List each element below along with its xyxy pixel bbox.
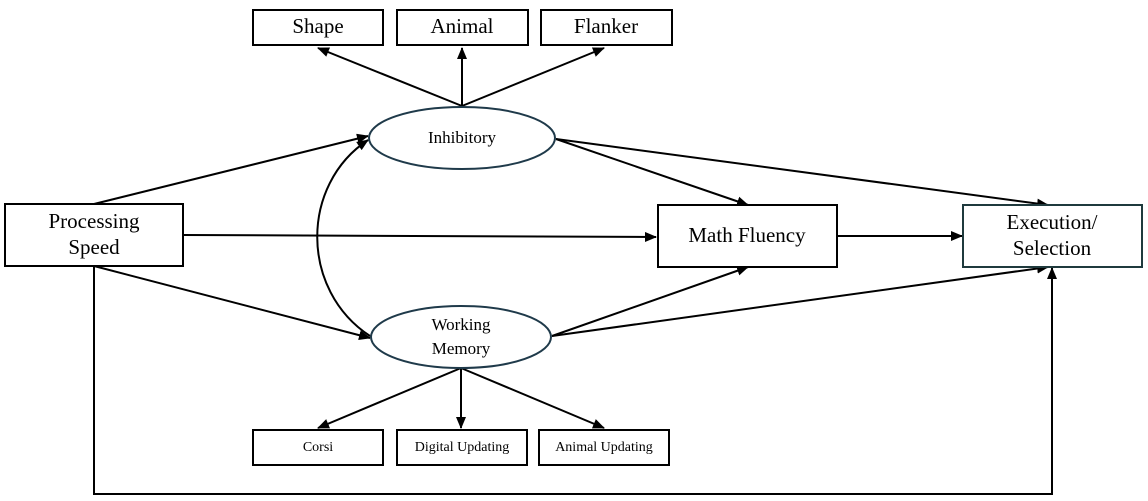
edge-wm-to-animal-updating (460, 367, 605, 429)
node-corsi-label: Corsi (303, 440, 333, 455)
edge-inhibitory-to-flanker (461, 47, 605, 107)
node-digital-updating: Digital Updating (396, 429, 528, 466)
node-execution-selection: Execution/ Selection (962, 204, 1143, 268)
node-processing-speed-line1: Processing (49, 209, 140, 233)
edge-inhibitory-to-shape (317, 47, 463, 107)
node-working-memory-line2: Memory (432, 339, 491, 358)
node-processing-speed: Processing Speed (4, 203, 184, 267)
edges (93, 47, 1057, 495)
node-corsi: Corsi (252, 429, 384, 466)
node-working-memory: Working Memory (370, 305, 552, 369)
node-inhibitory: Inhibitory (368, 106, 556, 170)
node-working-memory-line1: Working (431, 315, 491, 334)
node-digital-updating-label: Digital Updating (415, 440, 510, 455)
edge-wm-to-corsi (317, 367, 462, 429)
node-shape-label: Shape (292, 14, 343, 38)
node-animal-updating-label: Animal Updating (555, 440, 653, 455)
node-math-fluency-label: Math Fluency (688, 223, 806, 247)
covariance-inhibitory-working-memory (316, 139, 382, 347)
node-inhibitory-label: Inhibitory (428, 128, 496, 147)
node-flanker-label: Flanker (574, 14, 638, 38)
node-math-fluency: Math Fluency (657, 204, 838, 268)
node-execution-selection-line1: Execution/ (1007, 210, 1098, 234)
node-flanker: Flanker (540, 9, 673, 46)
edge-ps-to-execution-selection (93, 266, 1057, 495)
edge-ps-to-math-fluency (182, 231, 657, 242)
node-processing-speed-line2: Speed (68, 235, 120, 259)
node-animal: Animal (396, 9, 529, 46)
edge-ps-to-working-memory (93, 265, 371, 341)
node-execution-selection-line2: Selection (1013, 236, 1092, 260)
node-shape: Shape (252, 9, 384, 46)
edge-wm-to-execution (551, 263, 1049, 337)
edge-inhibitory-to-math-fluency (555, 138, 749, 207)
edge-ps-to-inhibitory (93, 133, 369, 205)
edge-wm-to-math-fluency (551, 265, 749, 337)
edge-inhibitory-to-execution (555, 138, 1049, 209)
node-animal-label: Animal (431, 14, 494, 38)
node-animal-updating: Animal Updating (538, 429, 670, 466)
